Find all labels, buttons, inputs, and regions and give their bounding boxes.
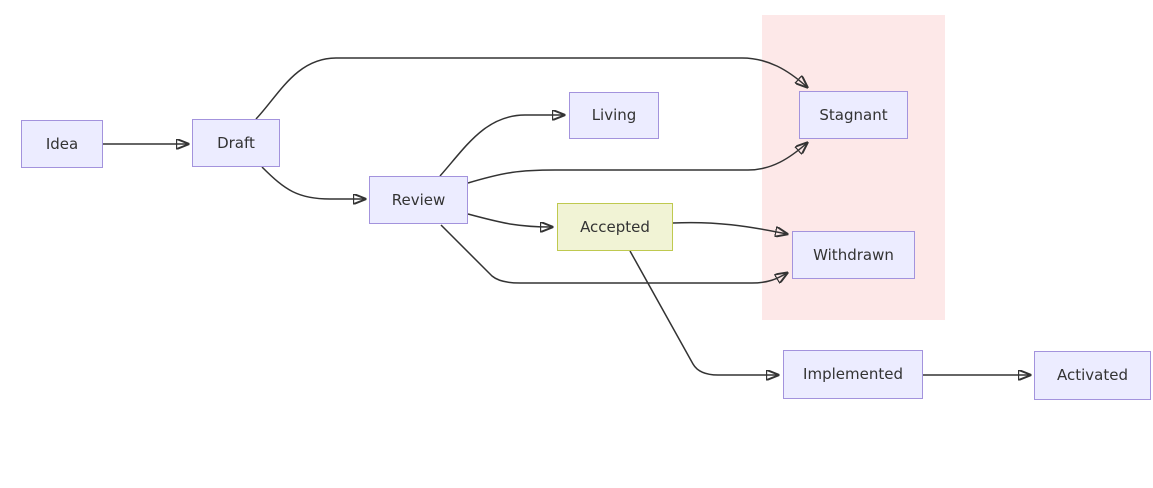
node-idea: Idea [21,120,103,168]
node-accepted: Accepted [557,203,673,251]
edge-review-living [439,115,564,177]
node-living: Living [569,92,659,139]
edge-draft-stagnant [255,57,807,120]
edge-accepted-implemented [629,250,778,375]
edge-review-stagnant [467,143,807,184]
node-stagnant: Stagnant [799,91,908,139]
edge-draft-review [261,166,365,199]
node-implemented: Implemented [783,350,923,399]
node-draft: Draft [192,119,280,167]
node-withdrawn: Withdrawn [792,231,915,279]
node-review: Review [369,176,468,224]
edge-review-accepted [467,213,552,227]
node-activated: Activated [1034,351,1151,400]
